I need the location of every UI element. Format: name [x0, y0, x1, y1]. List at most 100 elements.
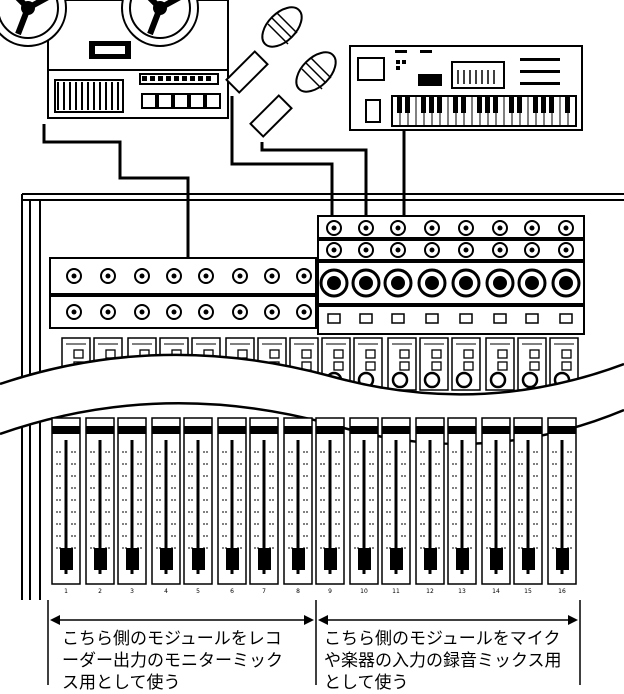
xlr-jack-icon	[493, 276, 507, 290]
jack-icon	[71, 309, 77, 315]
mixer-console	[21, 193, 624, 600]
fader-header	[184, 426, 212, 434]
switch-icon	[431, 361, 442, 371]
fader-header	[482, 426, 510, 434]
switch-icon	[463, 361, 474, 371]
fader-header	[514, 426, 542, 434]
jack-icon	[71, 273, 77, 279]
switch-icon	[333, 361, 344, 371]
fader-knob-icon	[490, 548, 503, 570]
xlr-jack-icon	[459, 276, 473, 290]
switch-icon	[559, 313, 573, 324]
jack-icon	[331, 247, 337, 253]
jack-icon	[105, 309, 111, 315]
jack-icon	[237, 309, 243, 315]
channel-number: 2	[98, 588, 102, 595]
fader-knob-icon	[390, 548, 403, 570]
jack-icon	[563, 247, 569, 253]
switch-icon	[365, 361, 376, 371]
knob-icon	[391, 371, 409, 389]
fader-header	[118, 426, 146, 434]
channel-number: 8	[296, 588, 300, 595]
knob-icon	[423, 371, 441, 389]
switch-icon	[391, 313, 405, 324]
switch-icon	[463, 349, 474, 359]
switch-icon	[529, 349, 540, 359]
jack-icon	[237, 273, 243, 279]
fader-header	[382, 426, 410, 434]
channel-number: 7	[262, 588, 266, 595]
fader-header	[548, 426, 576, 434]
switch-icon	[237, 349, 248, 359]
fader-knob-icon	[226, 548, 239, 570]
jack-icon	[171, 309, 177, 315]
channel-number: 15	[524, 588, 532, 595]
channel-number: 6	[230, 588, 234, 595]
fader-section	[51, 417, 577, 585]
channel-number: 12	[426, 588, 434, 595]
switch-icon	[493, 313, 507, 324]
jack-icon	[171, 273, 177, 279]
switch-icon	[105, 349, 116, 359]
switch-icon	[365, 349, 376, 359]
fader-header	[218, 426, 246, 434]
jack-icon	[563, 225, 569, 231]
jack-icon	[497, 247, 503, 253]
channel-number: 1	[64, 588, 68, 595]
switch-icon	[269, 349, 280, 359]
switch-icon	[459, 313, 473, 324]
xlr-jack-icon	[327, 276, 341, 290]
fader-header	[152, 426, 180, 434]
switch-icon	[497, 349, 508, 359]
jack-icon	[463, 247, 469, 253]
fader-knob-icon	[60, 548, 73, 570]
switch-icon	[327, 313, 341, 324]
xlr-jack-icon	[559, 276, 573, 290]
input-jacks	[66, 220, 581, 324]
fader-knob-icon	[126, 548, 139, 570]
right-section-caption-line3: として使う	[324, 673, 409, 693]
xlr-jack-icon	[359, 276, 373, 290]
channel-number: 9	[328, 588, 332, 595]
fader-header	[448, 426, 476, 434]
fader-knob-icon	[292, 548, 305, 570]
switch-icon	[525, 313, 539, 324]
jack-icon	[301, 273, 307, 279]
channel-number: 16	[558, 588, 566, 595]
switch-icon	[73, 349, 84, 359]
jack-icon	[429, 225, 435, 231]
microphone-icon	[225, 6, 303, 94]
switch-icon	[399, 349, 410, 359]
jack-icon	[363, 225, 369, 231]
channel-number: 10	[360, 588, 368, 595]
switch-icon	[561, 361, 572, 371]
fader-knob-icon	[358, 548, 371, 570]
microphone-icon	[249, 51, 337, 138]
right-section-caption-line1: こちら側のモジュールをマイク	[324, 629, 561, 649]
fader-knob-icon	[258, 548, 271, 570]
jack-icon	[301, 309, 307, 315]
switch-icon	[359, 313, 373, 324]
jack-icon	[497, 225, 503, 231]
fader-header	[86, 426, 114, 434]
jack-icon	[395, 247, 401, 253]
fader-knob-icon	[424, 548, 437, 570]
fader-knob-icon	[456, 548, 469, 570]
switch-icon	[425, 313, 439, 324]
jack-icon	[529, 247, 535, 253]
fader-knob-icon	[522, 548, 535, 570]
tape-recorder-icon	[0, 0, 229, 119]
switch-icon	[529, 361, 540, 371]
switch-icon	[497, 361, 508, 371]
knob-icon	[521, 371, 539, 389]
fader-header	[350, 426, 378, 434]
fader-knob-icon	[556, 548, 569, 570]
jack-icon	[363, 247, 369, 253]
channel-number: 11	[392, 588, 400, 595]
switch-icon	[399, 361, 410, 371]
jack-icon	[463, 225, 469, 231]
fader-header	[52, 426, 80, 434]
section-brackets	[47, 600, 581, 685]
